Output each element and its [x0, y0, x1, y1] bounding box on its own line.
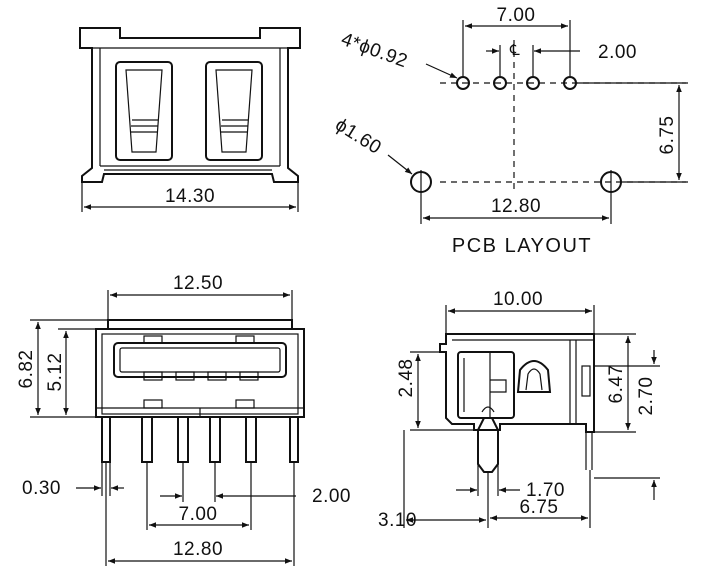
pcb-layout: 7.00 ℄ 2.00 4*ϕ0.92 ϕ1.60 6.75 [331, 5, 690, 257]
pcb-pin-span-dimension: 7.00 [462, 5, 571, 76]
large-hole-callout: ϕ1.60 [331, 114, 413, 175]
side-bottom-right-label: 6.75 [520, 497, 559, 518]
side-view: 10.00 2.48 6.47 2.70 3.10 [378, 289, 660, 531]
side-right-height-dimension: 6.47 [594, 333, 636, 433]
side-body [439, 333, 595, 473]
bottom-front-view: 12.50 6.82 5.12 0.30 [16, 273, 351, 566]
side-left-height-label: 2.48 [396, 359, 417, 398]
side-bottom-right-dimension: 6.75 [490, 470, 591, 528]
side-bottom-mid-dimension: 1.70 [456, 464, 565, 501]
bottom-top-width-label: 12.50 [173, 273, 223, 294]
bottom-pin-pitch-label: 2.00 [312, 486, 351, 507]
bottom-height-inner-label: 5.12 [45, 353, 66, 392]
bottom-pin-span-dimension: 7.00 [149, 504, 249, 528]
bottom-pin-thickness-label: 0.30 [22, 478, 61, 499]
pin-holes [456, 76, 577, 90]
left-latch [115, 61, 173, 161]
pcb-mount-span-dimension: 12.80 [420, 194, 612, 224]
contacts [143, 335, 259, 409]
side-bottom-mid-label: 1.70 [526, 480, 565, 501]
pcb-vertical-dimension: 6.75 [576, 82, 686, 183]
side-depth-label: 10.00 [493, 289, 543, 310]
pcb-pin-span-label: 7.00 [497, 5, 536, 26]
pcb-vertical-label: 6.75 [657, 116, 678, 155]
bottom-pin-span-label: 7.00 [179, 504, 218, 525]
bottom-pin-pitch-dimension: 2.00 [146, 462, 351, 530]
side-right-height-label: 6.47 [606, 365, 627, 404]
side-bottom-left-dimension: 3.10 [378, 430, 489, 531]
bottom-top-width-dimension: 12.50 [107, 273, 293, 320]
side-right-offset-label: 2.70 [636, 377, 657, 416]
top-front-body [79, 27, 301, 183]
top-width-label: 14.30 [165, 186, 215, 207]
large-hole-label: ϕ1.60 [331, 114, 385, 158]
small-hole-callout: 4*ϕ0.92 [338, 29, 458, 79]
bottom-front-body [95, 319, 305, 418]
right-latch [205, 61, 263, 161]
bottom-mount-span-label: 12.80 [173, 539, 223, 560]
bottom-pin-thickness-dimension: 0.30 [22, 462, 124, 499]
pcb-pin-pitch-label: 2.00 [598, 42, 637, 63]
side-bottom-left-label: 3.10 [378, 510, 417, 531]
side-right-offset-dimension: 2.70 [594, 350, 660, 500]
pcb-mount-span-label: 12.80 [491, 196, 541, 217]
side-depth-dimension: 10.00 [445, 289, 595, 334]
top-width-dimension: 14.30 [81, 182, 299, 212]
bottom-height-outer-label: 6.82 [16, 350, 37, 389]
centerline-symbol: ℄ [509, 42, 520, 59]
bottom-mount-span-dimension: 12.80 [105, 462, 295, 566]
side-left-height-dimension: 2.48 [396, 351, 474, 431]
pcb-layout-title: PCB LAYOUT [452, 235, 592, 257]
small-hole-label: 4*ϕ0.92 [338, 29, 410, 72]
bottom-height-inner-dimension: 5.12 [45, 328, 96, 415]
bottom-pins [101, 417, 299, 463]
pcb-pin-pitch-dimension: ℄ 2.00 [486, 42, 637, 76]
bottom-height-outer-dimension: 6.82 [16, 319, 108, 418]
top-front-view: 14.30 [79, 27, 301, 212]
